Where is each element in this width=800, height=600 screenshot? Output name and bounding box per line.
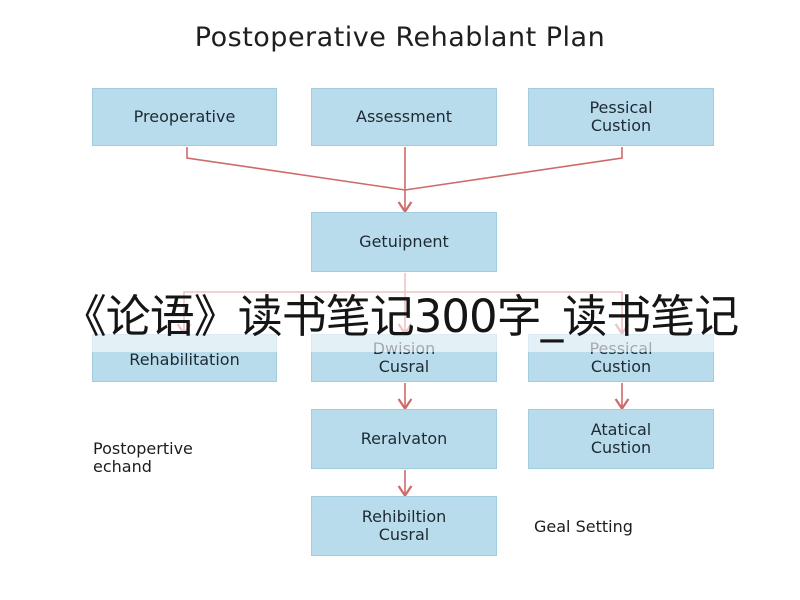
note-postopertive-echand: Postopertive echand bbox=[93, 439, 193, 476]
node-atatical-custion: Atatical Custion bbox=[528, 409, 714, 469]
connector-preoperative bbox=[186, 147, 406, 191]
node-pessical-custion-top: Pessical Custion bbox=[528, 88, 714, 146]
connector-pessical-top bbox=[404, 147, 623, 191]
node-reralvaton: Reralvaton bbox=[311, 409, 497, 469]
node-assessment: Assessment bbox=[311, 88, 497, 146]
diagram-title: Postoperative Rehablant Plan bbox=[194, 22, 606, 53]
node-getuipnent: Getuipnent bbox=[311, 212, 497, 272]
node-rehibiltion-cusral: Rehibiltion Cusral bbox=[311, 496, 497, 556]
watermark-banner: 《论语》读书笔记300字_读书笔记 bbox=[0, 272, 800, 352]
node-preoperative: Preoperative bbox=[92, 88, 277, 146]
note-goal-setting: Geal Setting bbox=[534, 517, 633, 536]
watermark-text: 《论语》读书笔记300字_读书笔记 bbox=[61, 289, 739, 343]
